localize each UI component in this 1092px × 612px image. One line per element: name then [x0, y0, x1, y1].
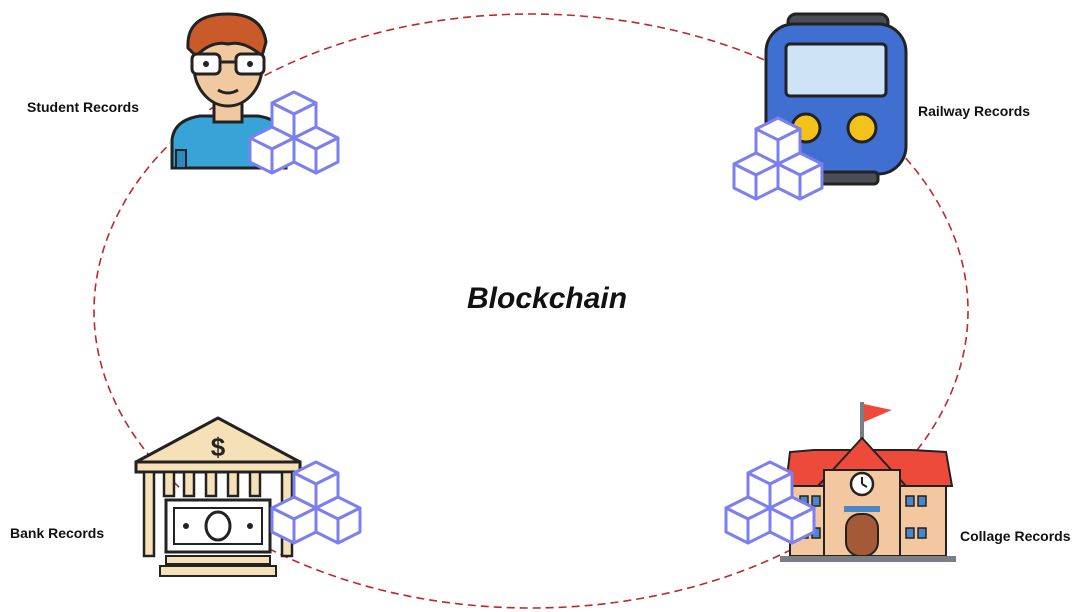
bank-icon: $	[134, 416, 302, 577]
svg-text:$: $	[211, 432, 226, 462]
node-label-bank-records: Bank Records	[10, 525, 105, 541]
blockchain-ring	[93, 13, 969, 609]
school-icon	[780, 402, 956, 562]
blockchain-blocks-icon	[248, 90, 340, 175]
node-label-collage-records: Collage Records	[960, 528, 1071, 544]
node-label-student-records: Student Records	[27, 99, 140, 115]
diagram-title: Blockchain	[467, 282, 628, 315]
node-label-railway-records: Railway Records	[918, 103, 1031, 119]
